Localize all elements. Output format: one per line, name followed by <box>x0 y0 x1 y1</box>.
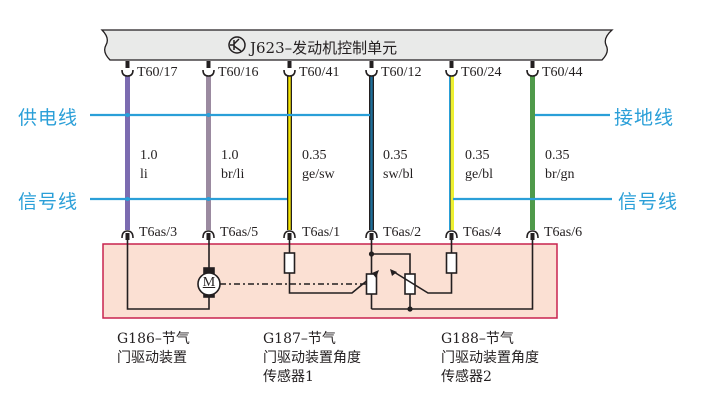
motor-icon: M <box>202 275 216 290</box>
top-pin-label: T60/24 <box>461 65 502 80</box>
bottom-connectors <box>121 230 539 240</box>
bottom-pin-label: T6as/3 <box>139 225 178 240</box>
bottom-pin-label: T6as/4 <box>463 225 502 240</box>
component-label-g188: G188–节气门驱动装置角度传感器2 <box>441 331 539 385</box>
component-label-g187: G187–节气门驱动装置角度传感器1 <box>263 331 361 385</box>
ecu-title: J623–发动机控制单元 <box>250 39 398 57</box>
callout-lines <box>90 113 612 201</box>
bottom-pin-label: T6as/2 <box>383 225 422 240</box>
top-pin-label: T60/12 <box>381 65 422 80</box>
top-pin-label: T60/17 <box>137 65 178 80</box>
bottom-pin-label: T6as/6 <box>544 225 583 240</box>
ground-line-label: 接地线 <box>614 107 675 129</box>
component-label-g186: G186–节气门驱动装置 <box>117 331 190 366</box>
transistor-icon <box>228 36 246 54</box>
top-pin-label: T60/41 <box>299 65 340 80</box>
top-pin-label: T60/16 <box>218 65 259 80</box>
bottom-pin-label: T6as/1 <box>302 225 341 240</box>
internal-circuit <box>126 240 534 310</box>
component-box <box>102 243 558 319</box>
signal-line-label-left: 信号线 <box>18 191 79 213</box>
ecu-bar <box>100 29 614 61</box>
signal-line-label-right: 信号线 <box>618 191 679 213</box>
power-line-label: 供电线 <box>18 107 79 129</box>
bottom-pin-label: T6as/5 <box>220 225 259 240</box>
top-connectors <box>121 61 539 77</box>
wires <box>125 76 535 230</box>
top-pin-label: T60/44 <box>542 65 583 80</box>
